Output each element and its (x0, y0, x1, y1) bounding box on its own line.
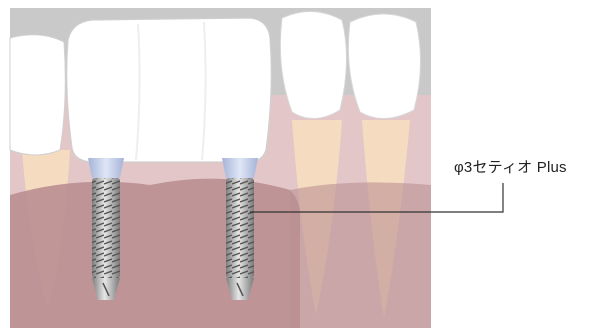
implant-left (92, 178, 120, 300)
callout-label: φ3セティオ Plus (454, 156, 567, 177)
crown-left-partial (10, 35, 65, 155)
bridge-crown (67, 18, 272, 162)
abutment-right (222, 158, 258, 178)
abutment-left (88, 158, 124, 178)
bone-left (10, 179, 300, 328)
crown-natural-1 (280, 11, 346, 118)
crown-natural-2 (348, 14, 420, 119)
implant-right (226, 178, 254, 300)
bone-right (290, 182, 431, 328)
